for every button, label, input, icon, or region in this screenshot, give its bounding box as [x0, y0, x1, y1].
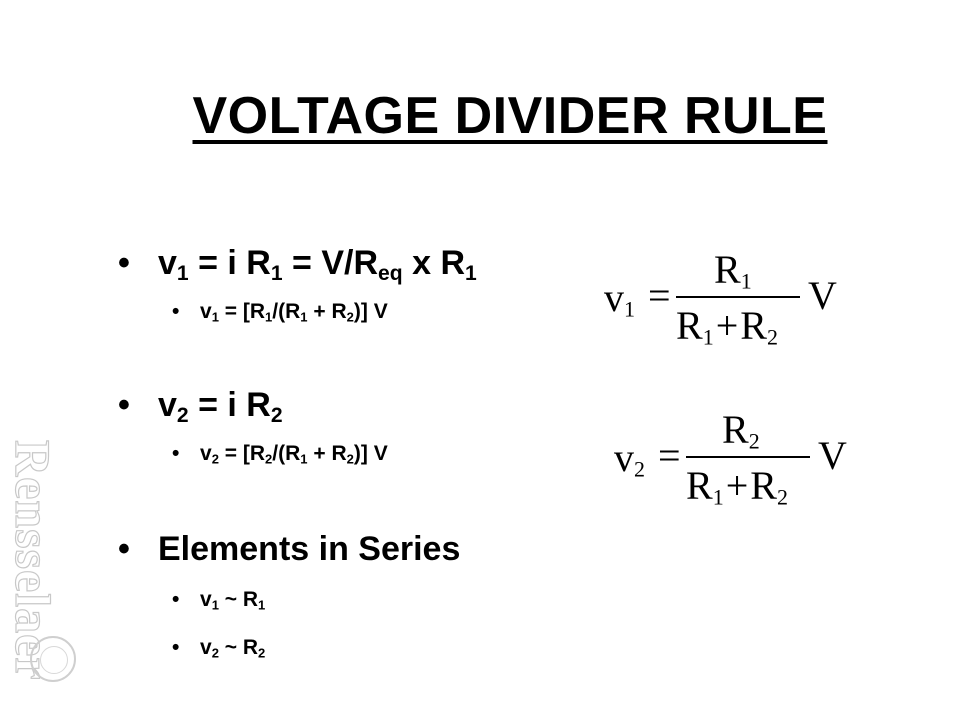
eq-text: R	[750, 463, 777, 508]
subscript: eq	[378, 261, 403, 285]
bullet-text: + R	[307, 300, 347, 323]
fraction-numerator: R2	[722, 407, 760, 453]
subscript: 2	[766, 324, 778, 350]
bullet-text: + R	[307, 442, 347, 465]
bullet-text: x R	[402, 244, 465, 282]
fraction-denominator: R1+R2	[686, 463, 788, 509]
eq-text: R	[686, 463, 713, 508]
bullet-v2-ohms-law: •v2 = i R2	[118, 386, 283, 427]
eq-text: v	[614, 435, 634, 480]
subscript: 2	[346, 309, 354, 325]
subscript: 2	[258, 645, 266, 661]
subbullet-v1-proportional: •v1 ~ R1	[172, 588, 265, 612]
bullet-text: )] V	[353, 442, 388, 465]
bullet-text: /(R	[272, 442, 301, 465]
bullet-text: = i R	[188, 386, 271, 424]
subbullet-v2-formula: •v2 = [R2/(R1 + R2)] V	[172, 442, 388, 466]
bullet-text: ~ R	[218, 636, 259, 659]
bullet-text: = [R	[218, 442, 266, 465]
eq-text: R	[722, 407, 749, 452]
bullet-text: v	[200, 442, 212, 465]
bullet-dot: •	[172, 442, 180, 465]
bullet-text: )] V	[353, 300, 388, 323]
equals-sign: =	[658, 433, 681, 478]
subscript: 2	[211, 645, 219, 661]
subscript: 1	[624, 296, 635, 322]
bullet-text: = i R	[188, 244, 271, 282]
bullet-text: v	[200, 588, 212, 611]
bullet-text: v	[158, 244, 177, 282]
subscript: 1	[211, 309, 219, 325]
bullet-dot: •	[118, 244, 130, 282]
subscript: 1	[712, 484, 724, 510]
bullet-dot: •	[172, 636, 180, 659]
subscript: 1	[740, 268, 752, 294]
subscript: 1	[258, 597, 266, 613]
subscript: 2	[634, 456, 645, 482]
eq-text: +	[725, 463, 749, 508]
equation-v1-divider: v1 = R1 R1+R2 V	[604, 244, 854, 354]
subbullet-v1-formula: •v1 = [R1/(R1 + R2)] V	[172, 300, 388, 324]
bullet-text: = V/R	[282, 244, 379, 282]
equation-rhs: V	[818, 433, 847, 478]
subscript: 1	[270, 261, 283, 285]
bullet-text: Elements in Series	[158, 530, 461, 568]
subbullet-v2-proportional: •v2 ~ R2	[172, 636, 265, 660]
bullet-dot: •	[118, 386, 130, 424]
bullet-text: ~ R	[218, 588, 259, 611]
institute-seal-icon	[30, 636, 76, 682]
slide-title: VOLTAGE DIVIDER RULE	[192, 87, 828, 145]
subscript: 1	[465, 261, 477, 285]
subscript: 1	[265, 309, 273, 325]
subscript: 1	[300, 451, 308, 467]
subscript: 1	[211, 597, 219, 613]
fraction-denominator: R1+R2	[676, 303, 778, 349]
fraction-numerator: R1	[714, 247, 752, 293]
equation-v2-divider: v2 = R2 R1+R2 V	[614, 404, 864, 514]
subscript: 2	[748, 428, 760, 454]
bullet-text: v	[200, 636, 212, 659]
eq-text: R	[740, 303, 767, 348]
bullet-text: = [R	[218, 300, 266, 323]
bullet-dot: •	[172, 588, 180, 611]
eq-text: +	[715, 303, 739, 348]
equation-rhs: V	[808, 273, 837, 318]
eq-text: R	[676, 303, 703, 348]
subscript: 2	[346, 451, 354, 467]
equation-lhs: v2	[614, 435, 645, 481]
equation-lhs: v1	[604, 275, 635, 321]
subscript: 2	[776, 484, 788, 510]
bullet-elements-in-series: • Elements in Series	[118, 530, 460, 569]
bullet-dot: •	[172, 300, 180, 323]
eq-text: v	[604, 275, 624, 320]
bullet-text: v	[158, 386, 177, 424]
eq-text: R	[714, 247, 741, 292]
bullet-text: v	[200, 300, 212, 323]
fraction-bar	[676, 296, 800, 298]
subscript: 2	[270, 403, 283, 427]
equals-sign: =	[648, 273, 671, 318]
bullet-dot: •	[118, 530, 130, 568]
subscript: 2	[176, 403, 189, 427]
bullet-v1-ohms-law: •v1 = i R1 = V/Req x R1	[118, 244, 477, 285]
subscript: 2	[265, 451, 273, 467]
subscript: 1	[702, 324, 714, 350]
fraction-bar	[686, 456, 810, 458]
bullet-text: /(R	[272, 300, 301, 323]
subscript: 1	[176, 261, 189, 285]
subscript: 1	[300, 309, 308, 325]
subscript: 2	[211, 451, 219, 467]
